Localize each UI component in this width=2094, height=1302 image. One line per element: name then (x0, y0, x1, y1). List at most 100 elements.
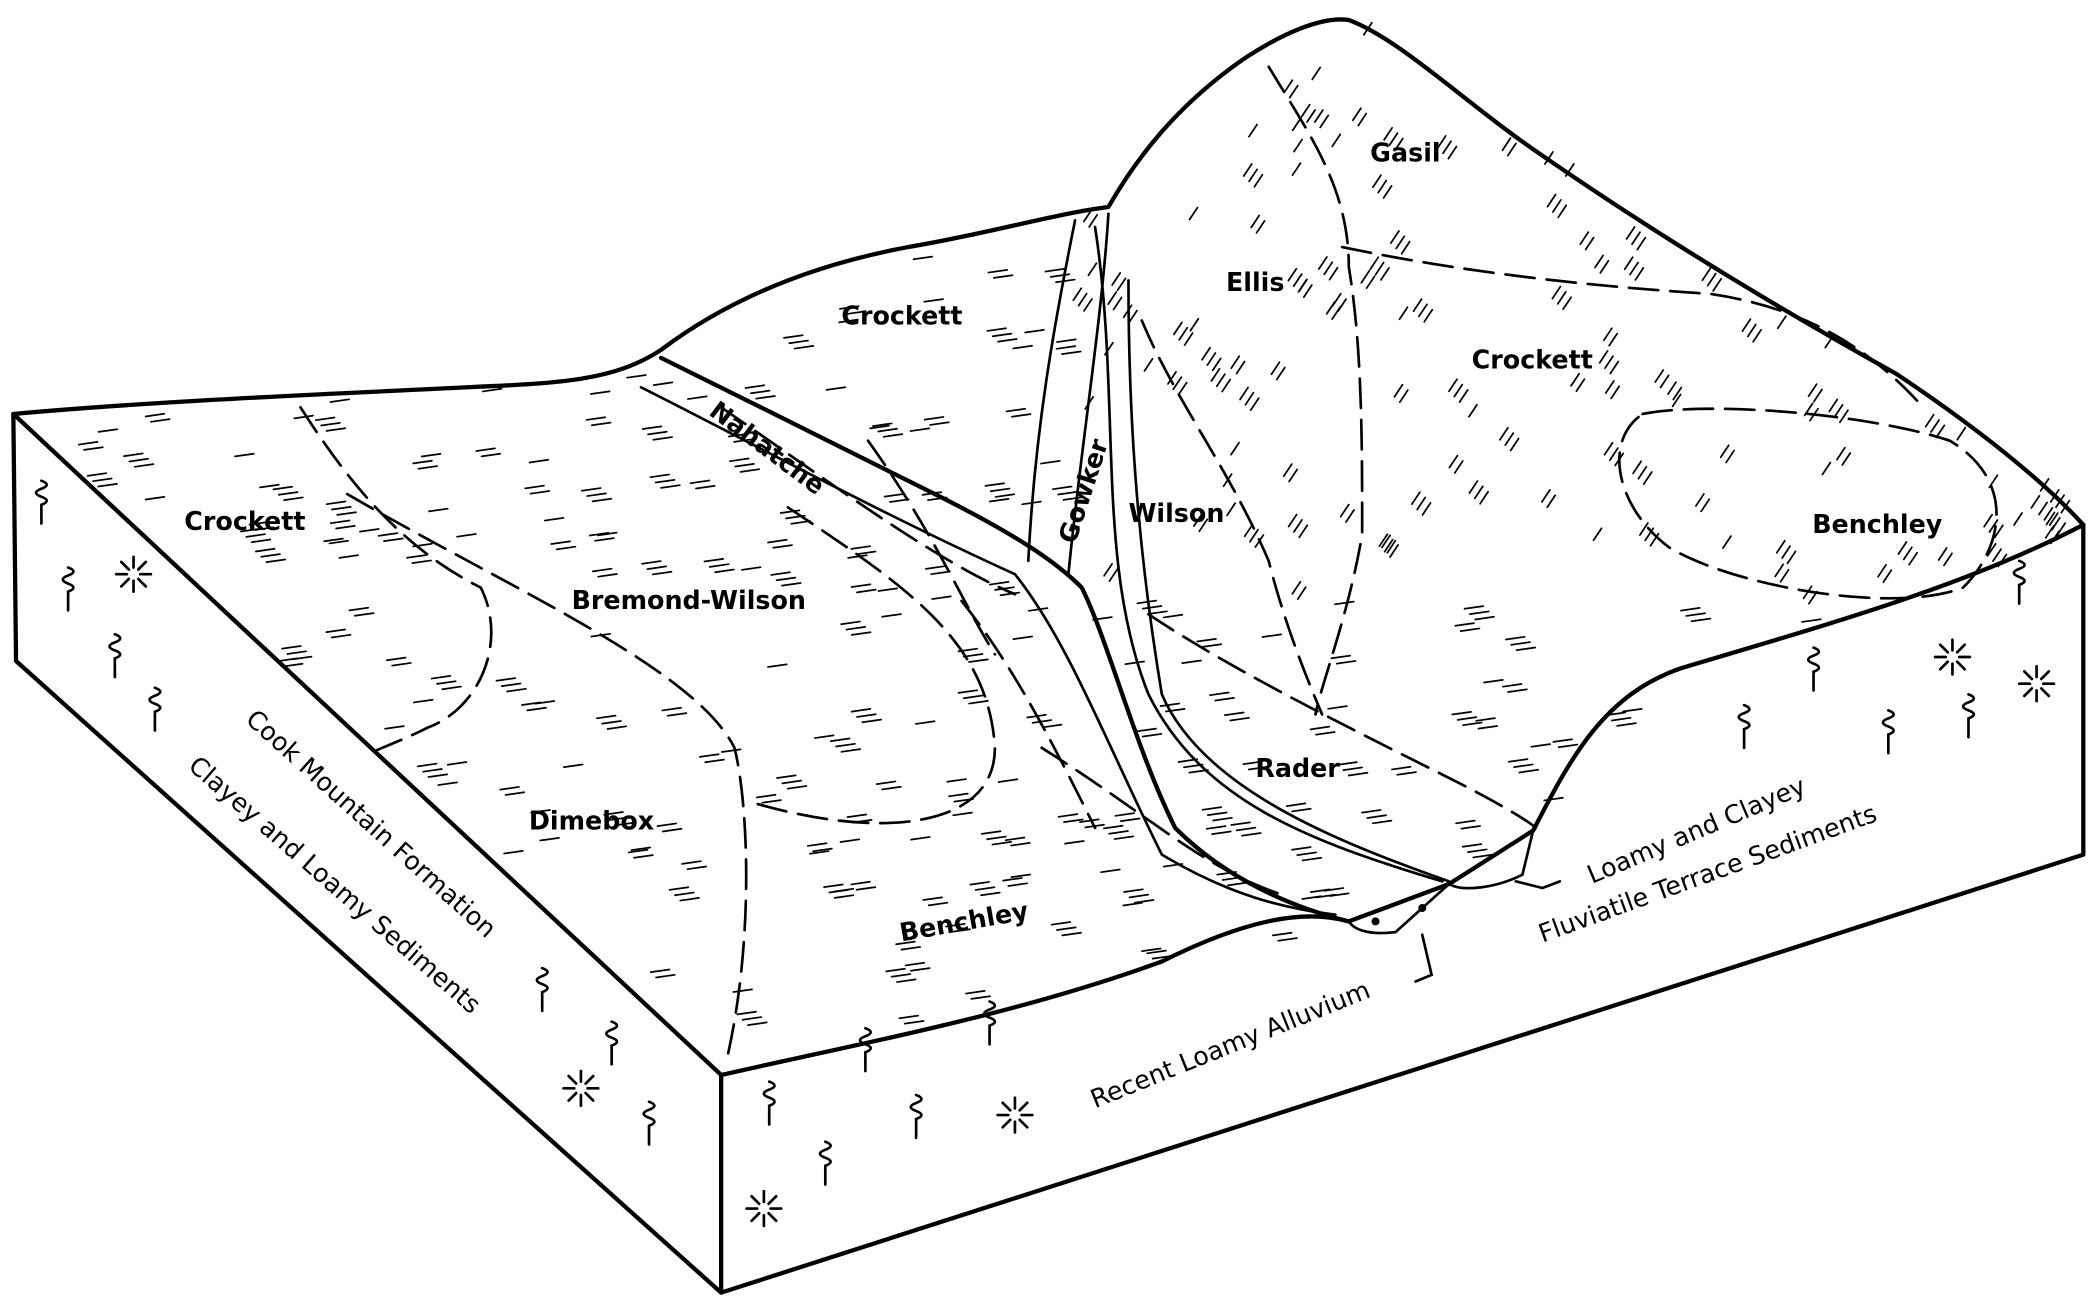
hatch-stroke (1196, 637, 1217, 643)
hatch-stroke (1468, 403, 1478, 418)
hatch-stroke (1040, 460, 1061, 465)
hatch-stroke (1010, 873, 1032, 879)
hatch-stroke (1475, 717, 1496, 722)
hatch-stroke (1393, 383, 1404, 398)
hatch-stroke (2030, 495, 2041, 509)
hatch-stroke (1211, 357, 1222, 372)
hatch-stroke (994, 493, 1016, 498)
hatch-stroke (314, 416, 336, 422)
rock-squiggle-symbol (604, 1020, 619, 1066)
hatch-stroke (1634, 267, 1645, 281)
hatch-stroke (97, 482, 118, 488)
hatch-stroke (1277, 937, 1298, 942)
hatch-stroke (790, 520, 811, 525)
hatch-stroke (1956, 426, 1967, 441)
hatch-stroke (1594, 254, 1604, 269)
hatch-stroke (1111, 272, 1122, 286)
hatch-stroke (1300, 103, 1311, 118)
hatch-stroke (1342, 766, 1364, 771)
hatch-stroke (1100, 868, 1121, 874)
hatch-stroke (1335, 660, 1357, 665)
hatch-stroke (539, 836, 560, 842)
sunburst-symbol (1955, 643, 1967, 654)
hatch-stroke (890, 973, 912, 978)
hatch-stroke (1201, 643, 1223, 648)
hatch-stroke (1244, 391, 1255, 406)
hatch-stroke (1306, 109, 1316, 123)
channel-deposits (1347, 829, 1562, 983)
hatch-stroke (1041, 723, 1063, 729)
hatch-stroke (761, 799, 782, 804)
hatch-stroke (1993, 524, 2004, 539)
hatch-stroke (813, 734, 835, 739)
hatch-stroke (1701, 267, 1712, 282)
hatch-stroke (1141, 605, 1163, 610)
hatch-stroke (1162, 863, 1184, 868)
hatch-stroke (1389, 544, 1399, 558)
hatch-stroke (925, 565, 946, 570)
hatch-stroke (504, 791, 526, 796)
hatch-stroke (828, 888, 849, 894)
hatch-stroke (770, 571, 791, 576)
hatch-stroke (1667, 381, 1677, 396)
hatch-stroke (1159, 702, 1181, 708)
hatch-stroke (850, 880, 871, 886)
hatch-stroke (806, 842, 828, 847)
hatch-stroke (416, 762, 438, 768)
hatch-stroke (1839, 409, 1849, 424)
hatch-stroke (1986, 542, 1997, 557)
hatch-stroke (1055, 278, 1076, 284)
hatch-stroke (767, 538, 788, 544)
hatch-stroke (1551, 285, 1562, 300)
hatch-stroke (1124, 660, 1145, 665)
hatch-stroke (437, 781, 458, 786)
label-wilson: Wilson (1128, 498, 1224, 528)
hatch-stroke (1229, 716, 1250, 722)
sunburst-symbol (2022, 670, 2034, 681)
hatch-stroke (1774, 563, 1785, 578)
hatch-stroke (1314, 109, 1324, 123)
hatch-stroke (1937, 547, 1948, 561)
hatch-stroke (839, 838, 861, 843)
hatch-stroke (1221, 876, 1243, 881)
hatch-stroke (840, 748, 862, 753)
hatch-stroke (1460, 825, 1481, 830)
hatch-stroke (499, 786, 520, 791)
hatch-stroke (500, 682, 522, 688)
hatch-stroke (1632, 460, 1642, 475)
hatch-stroke (384, 725, 405, 730)
hatch-stroke (856, 588, 877, 594)
hatch-stroke (581, 487, 602, 492)
hatch-stroke (1383, 127, 1393, 141)
hatch-stroke (1467, 848, 1488, 853)
hatch-stroke (391, 662, 412, 667)
hatch-stroke (1293, 519, 1303, 533)
hatch-stroke (590, 421, 612, 427)
sunburst-symbol (119, 560, 131, 571)
hatch-stroke (1087, 262, 1098, 277)
hatch-stroke (767, 663, 788, 668)
hatch-stroke (912, 255, 934, 261)
hatch-stroke (1659, 374, 1670, 389)
hatch-stroke (1543, 796, 1564, 802)
hatch-stroke (969, 881, 990, 886)
hatch-stroke (1841, 452, 1852, 466)
hatch-stroke (844, 310, 865, 316)
hatch-stroke (480, 452, 502, 458)
hatch-stroke (1031, 719, 1053, 724)
hatch-stroke (699, 753, 720, 758)
hatch-stroke (1128, 893, 1150, 899)
hatch-stroke (835, 742, 856, 748)
hatch-stroke (1456, 716, 1478, 721)
hatch-stroke (1007, 882, 1029, 887)
hatch-stroke (1552, 738, 1573, 743)
hatch-stroke (1077, 292, 1088, 307)
sunburst-symbol (1938, 643, 1950, 654)
hatch-stroke (613, 821, 635, 827)
hatch-stroke (927, 901, 949, 907)
hatch-stroke (980, 830, 1002, 835)
hatch-stroke (1570, 372, 1580, 387)
hatch-stroke (1609, 360, 1620, 375)
hatch-stroke (1992, 548, 2002, 563)
hatch-stroke (594, 537, 615, 542)
